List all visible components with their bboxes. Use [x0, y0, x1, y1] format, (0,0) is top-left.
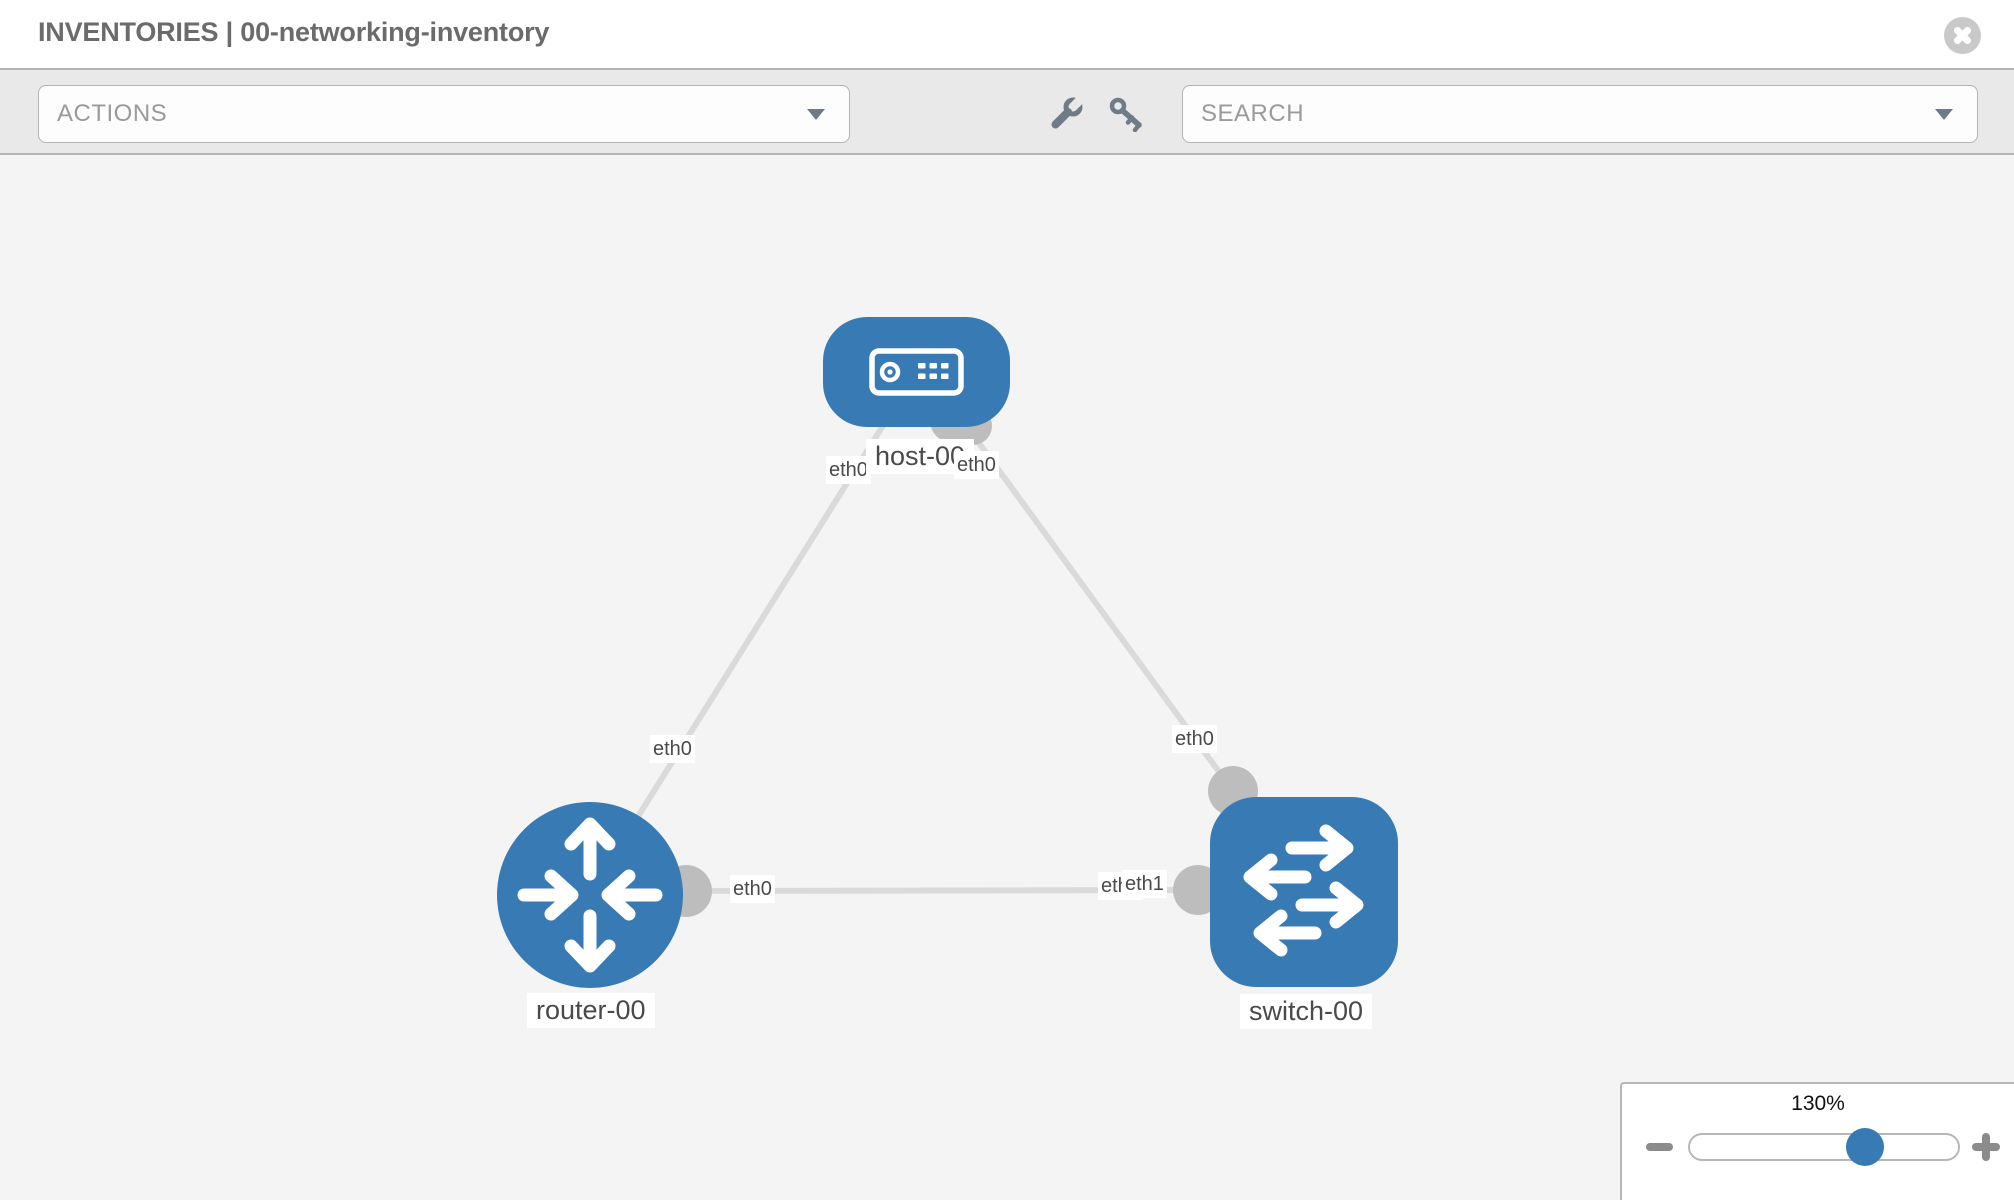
toolbar: ACTIONS [0, 70, 2014, 155]
host-icon [869, 348, 964, 396]
key-tooth [1132, 122, 1142, 132]
wrench-head [1063, 97, 1083, 117]
zoom-level: 130% [1791, 1092, 1845, 1115]
wrench-notch [1069, 96, 1085, 111]
zoom-slider-thumb[interactable] [1846, 1128, 1884, 1166]
wrench-handle [1051, 108, 1072, 129]
topology-svg [497, 317, 1398, 988]
interface-label-link-switch-side: eth1 [1122, 870, 1167, 898]
search-input[interactable] [1201, 100, 1901, 128]
header: INVENTORIES | 00-networking-inventory [0, 0, 2014, 70]
node-router[interactable] [497, 802, 683, 988]
interface-label-host-left: eth0 [826, 456, 871, 484]
wrench-icon[interactable] [1049, 96, 1085, 132]
node-label-router: router-00 [527, 993, 655, 1028]
chevron-down-icon [807, 109, 825, 120]
node-label-switch: switch-00 [1240, 994, 1373, 1029]
key-icon[interactable] [1108, 96, 1148, 132]
zoom-panel: 130% [1620, 1082, 2014, 1200]
topology-canvas[interactable] [0, 155, 2014, 1200]
switch-icon [1243, 824, 1364, 957]
zoom-in-button[interactable] [1972, 1133, 2000, 1161]
interface-label-host-right: eth0 [954, 451, 999, 479]
chevron-down-icon [1935, 109, 1953, 120]
interface-label-router-top: eth0 [650, 735, 695, 763]
zoom-out-button[interactable] [1646, 1143, 1673, 1151]
search-dropdown[interactable] [1182, 85, 1978, 143]
plus-icon-bar [1982, 1133, 1990, 1161]
page-title: INVENTORIES | 00-networking-inventory [38, 17, 550, 47]
zoom-slider-track[interactable] [1688, 1133, 1960, 1161]
actions-dropdown[interactable]: ACTIONS [38, 85, 850, 143]
interface-label-switch-top: eth0 [1172, 725, 1217, 753]
close-button[interactable] [1944, 17, 1981, 54]
node-host[interactable] [823, 317, 1010, 427]
key-tooth [1125, 115, 1135, 125]
actions-dropdown-value: ACTIONS [57, 100, 168, 127]
router-icon [517, 817, 663, 973]
link-host-router[interactable] [629, 422, 887, 828]
node-switch[interactable] [1210, 797, 1398, 987]
interface-label-link-router-side: eth0 [730, 875, 775, 903]
key-bow [1109, 97, 1127, 115]
